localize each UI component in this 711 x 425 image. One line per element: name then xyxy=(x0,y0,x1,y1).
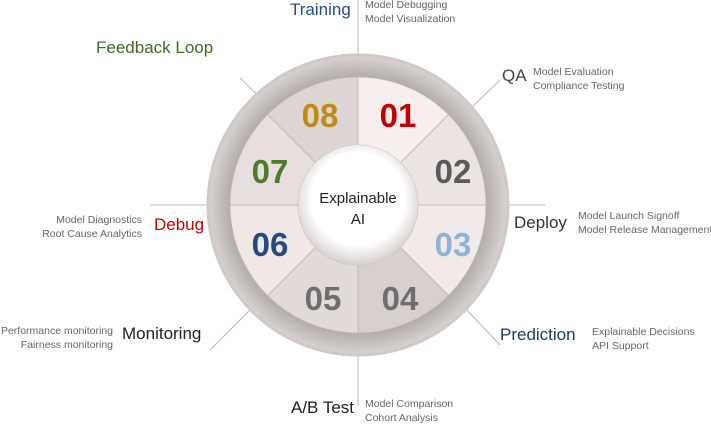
stage-label-deploy: Deploy xyxy=(514,213,567,232)
stage-desc-prediction: Explainable Decisions API Support xyxy=(592,325,695,353)
stage-desc-line: Model Evaluation xyxy=(533,66,614,78)
stage-desc-line: Root Cause Analytics xyxy=(42,228,142,240)
stage-desc-line: Model Visualization xyxy=(365,13,456,25)
segment-number-08: 08 xyxy=(301,97,339,134)
center-title-line1: Explainable xyxy=(319,190,397,207)
stage-desc-training: Model Debugging Model Visualization xyxy=(365,0,455,26)
stage-desc-line: Cohort Analysis xyxy=(365,412,438,424)
stage-desc-line: Model Diagnostics xyxy=(56,214,142,226)
segment-number-03: 03 xyxy=(434,226,472,263)
segment-number-04: 04 xyxy=(381,280,419,317)
center-title-line2: AI xyxy=(350,211,366,228)
segment-number-05: 05 xyxy=(304,280,342,317)
stage-label-monitoring: Monitoring xyxy=(122,324,202,343)
stage-desc-line: Explainable Decisions xyxy=(592,326,695,338)
center-title: Explainable AI xyxy=(300,188,416,230)
stage-desc-line: Model Launch Signoff xyxy=(578,210,680,222)
stage-desc-deploy: Model Launch Signoff Model Release Manag… xyxy=(578,209,711,237)
stage-label-training: Training xyxy=(290,0,351,19)
stage-label-qa: QA xyxy=(502,66,527,85)
stage-desc-ab-test: Model Comparison Cohort Analysis xyxy=(365,397,453,425)
stage-desc-line: Model Comparison xyxy=(365,398,454,410)
stage-desc-line: Compliance Testing xyxy=(533,80,625,92)
stage-label-prediction: Prediction xyxy=(500,325,576,344)
stage-label-ab-test: A/B Test xyxy=(291,398,354,417)
stage-desc-qa: Model Evaluation Compliance Testing xyxy=(533,65,624,93)
stage-label-debug: Debug xyxy=(154,215,205,234)
stage-desc-line: Model Release Management xyxy=(578,224,711,236)
segment-number-06: 06 xyxy=(251,226,289,263)
stage-desc-debug: Model Diagnostics Root Cause Analytics xyxy=(42,213,142,241)
stage-desc-line: Model Debugging xyxy=(365,0,448,11)
segment-number-01: 01 xyxy=(379,97,417,134)
stage-desc-line: Fairness monitoring xyxy=(20,339,113,351)
segment-number-02: 02 xyxy=(434,153,472,190)
segment-ring xyxy=(229,76,487,334)
stage-desc-monitoring: Performance monitoring Fairness monitori… xyxy=(1,324,113,352)
center-circle xyxy=(298,145,418,265)
segment-number-07: 07 xyxy=(251,153,289,190)
stage-desc-line: Performance monitoring xyxy=(0,325,113,337)
stage-label-feedback-loop: Feedback Loop xyxy=(96,38,214,57)
stage-desc-line: API Support xyxy=(592,340,649,352)
